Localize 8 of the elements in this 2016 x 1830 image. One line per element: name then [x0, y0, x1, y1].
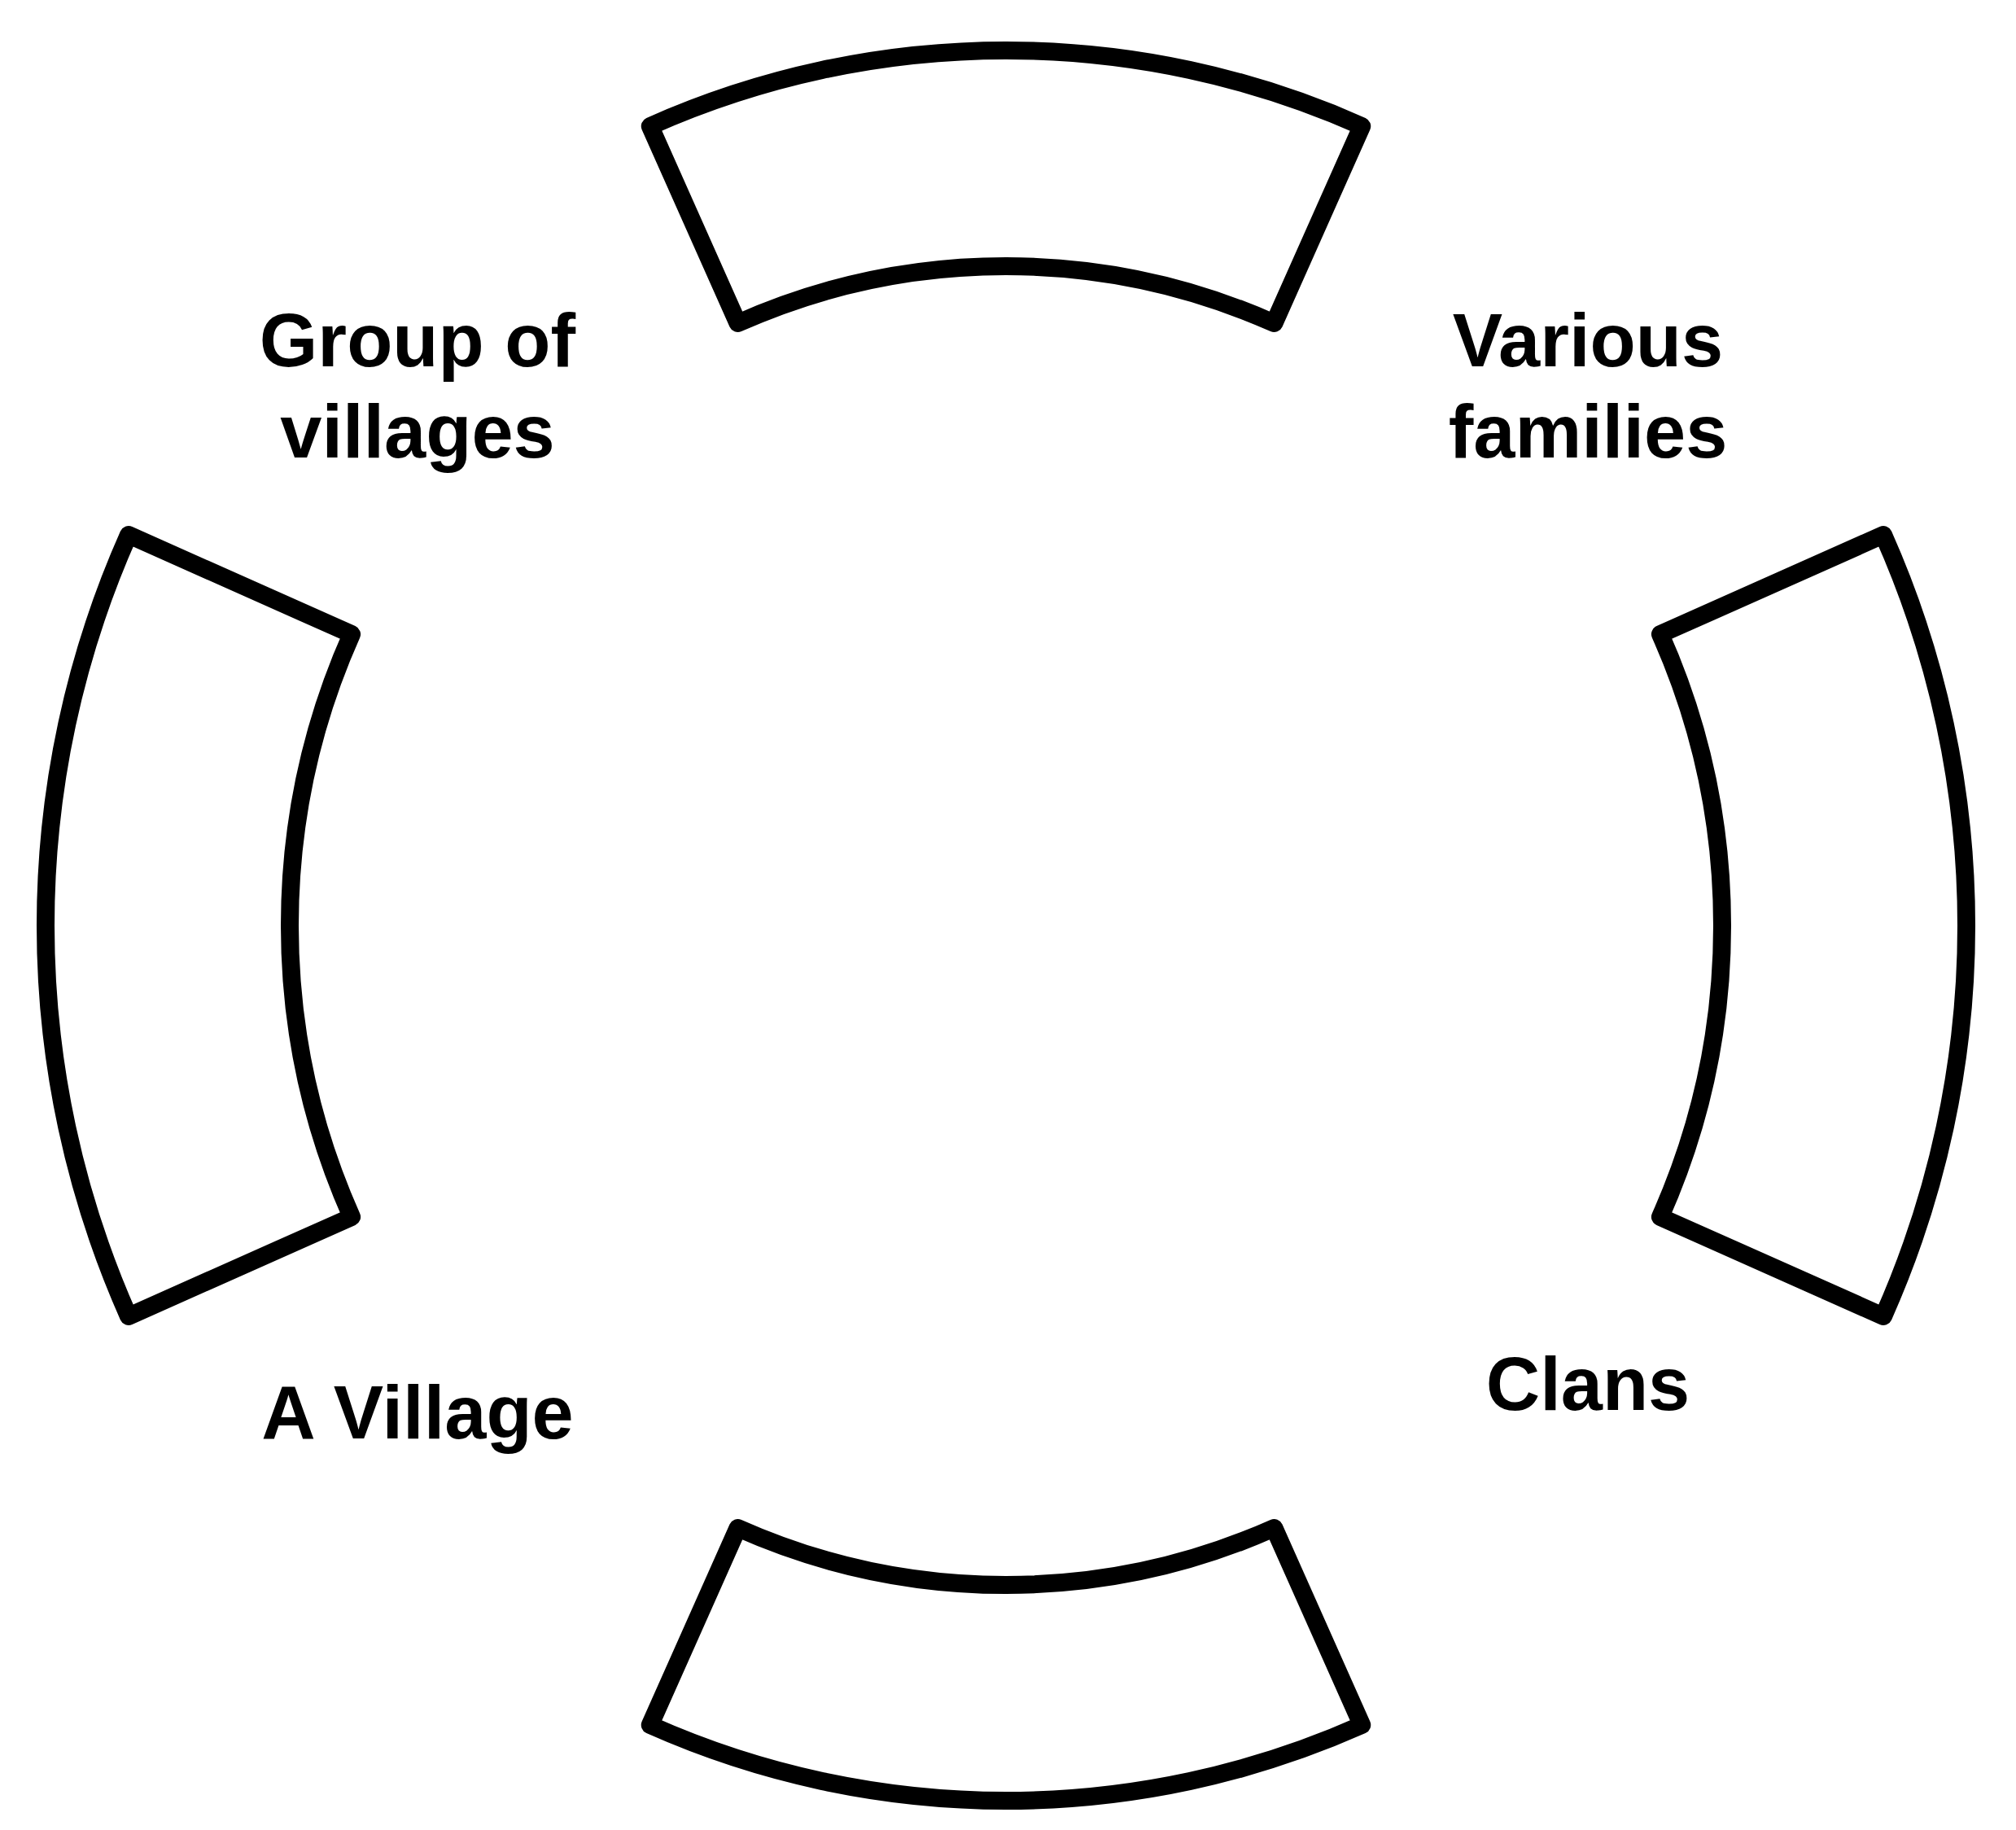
ring-label: Various families [1447, 298, 1729, 475]
arc-band [1651, 526, 1974, 1325]
ring-label: Clans [1485, 1342, 1691, 1427]
arc-band [38, 526, 361, 1325]
arc-band [641, 1518, 1371, 1809]
ring-label: A Village [260, 1370, 575, 1456]
ring-label: Group of villages [258, 298, 577, 475]
arc-band [641, 42, 1371, 333]
